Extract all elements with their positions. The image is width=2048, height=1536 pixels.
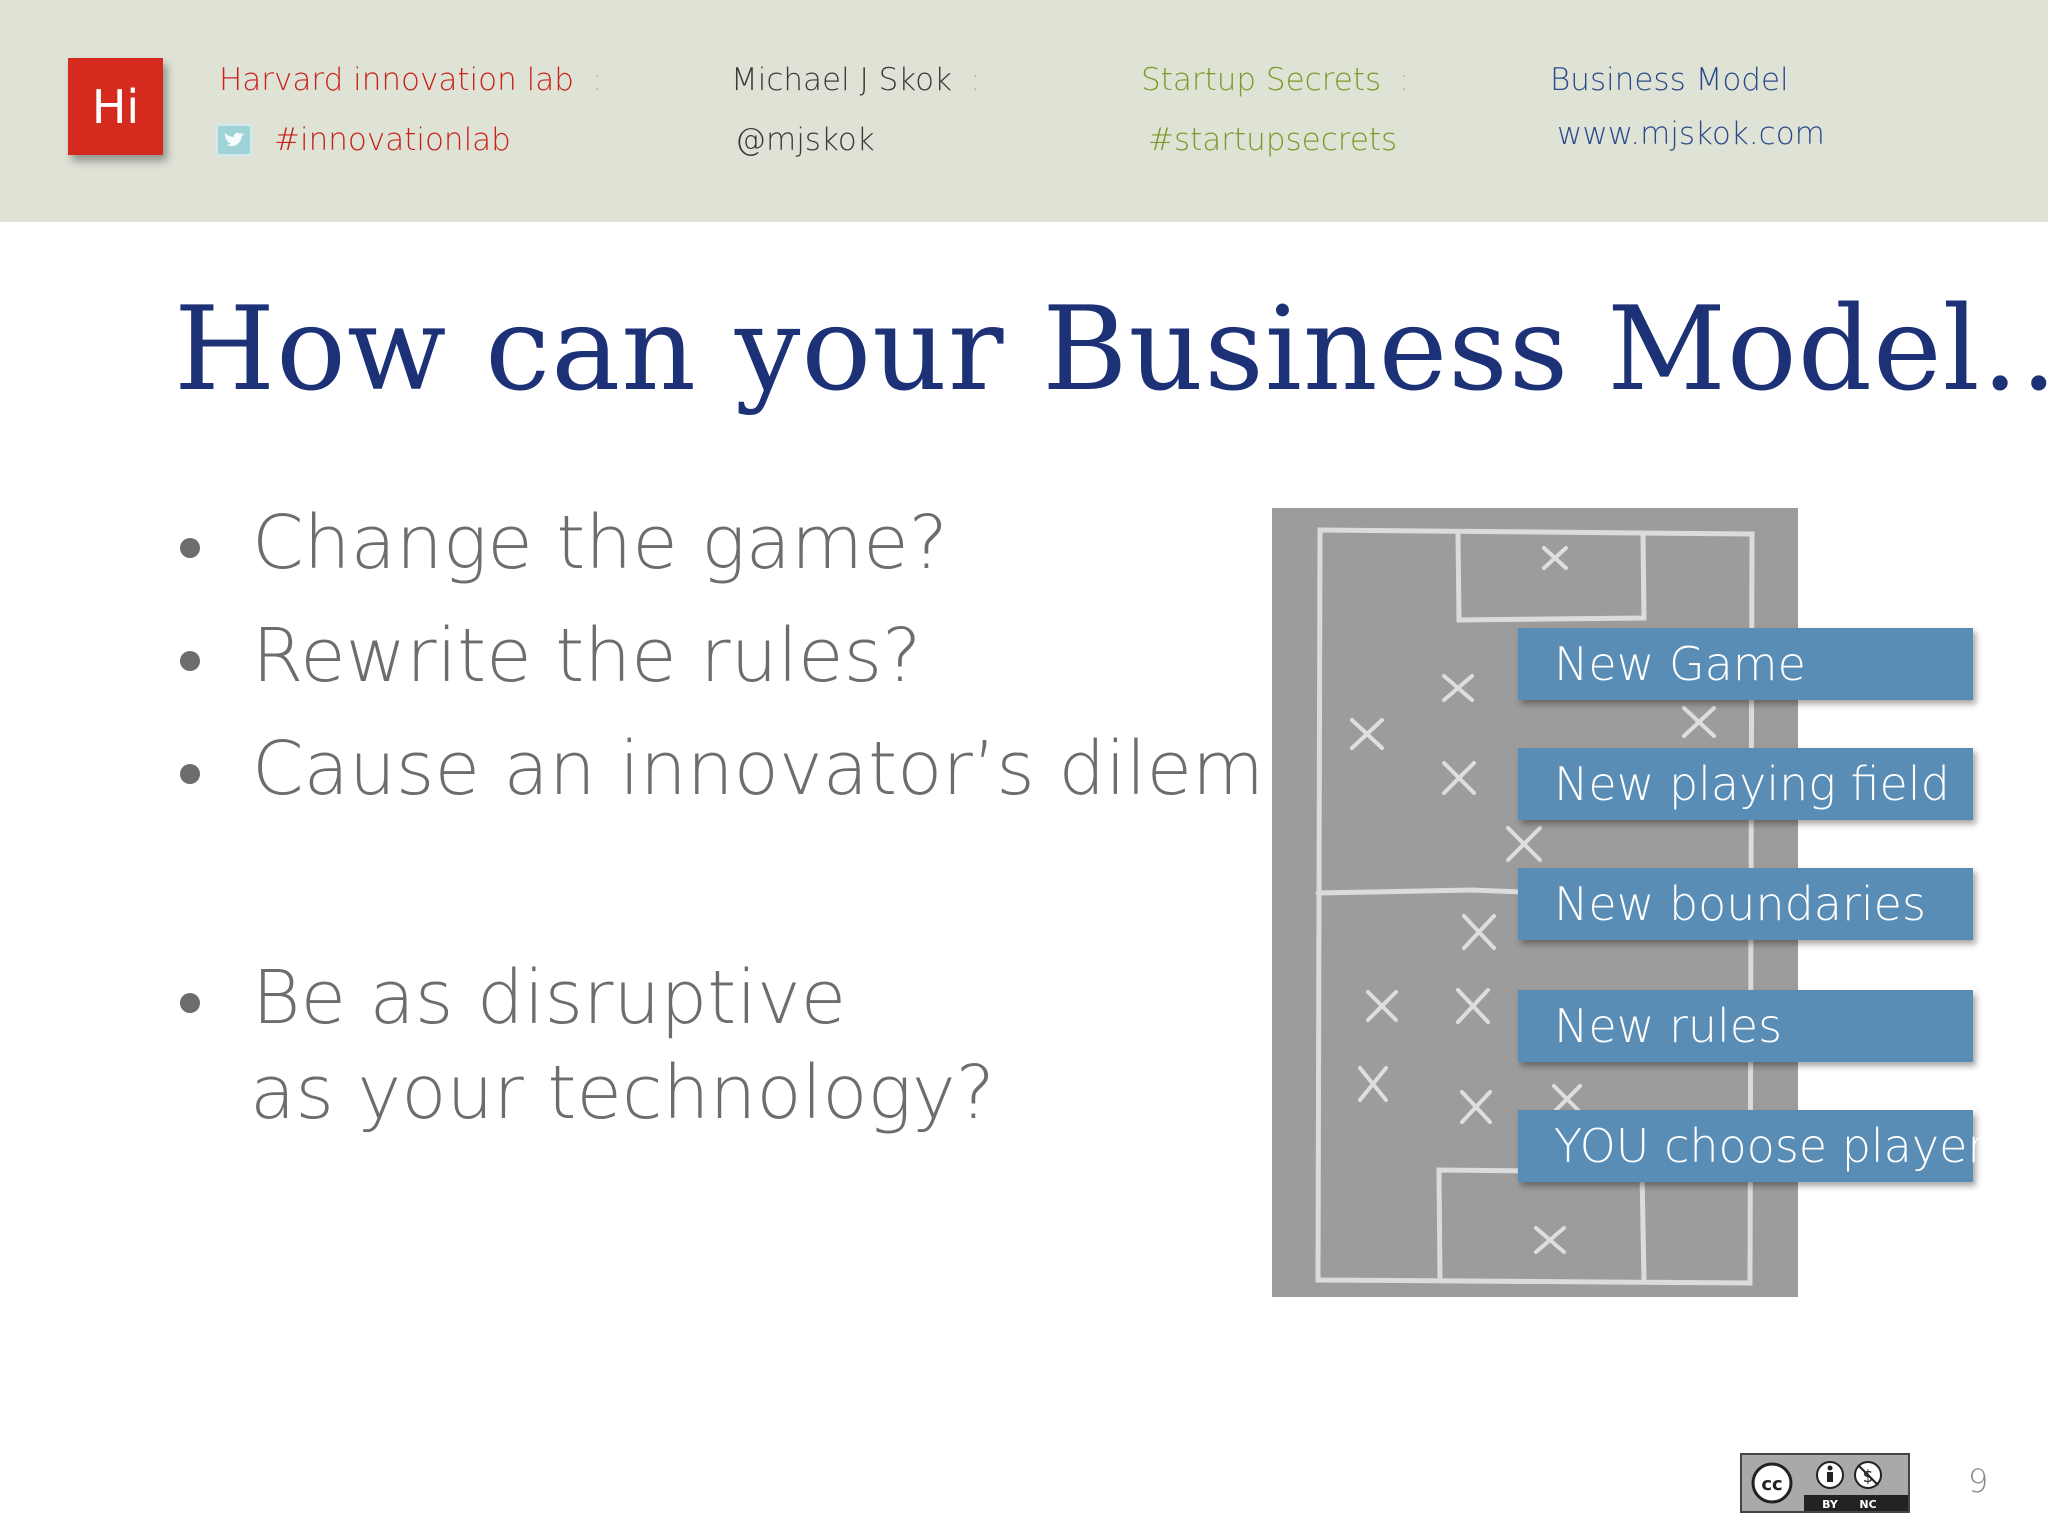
- bullet-text: as your technology?: [250, 1050, 995, 1136]
- bullet-text: Cause an innovator’s dilemma: [252, 726, 1382, 812]
- nc-text: NC: [1859, 1498, 1876, 1511]
- author-name: Michael J Skok: [731, 62, 953, 98]
- hi-logo: Hi: [68, 58, 163, 155]
- bullet-text: Change the game?: [252, 500, 948, 586]
- bullet-dot: [180, 764, 200, 784]
- bullet-dot: [180, 538, 200, 558]
- bullet-text: Rewrite the rules?: [252, 613, 922, 699]
- cc-by-nc-icon[interactable]: cc $ BY NC: [1740, 1453, 1910, 1513]
- header-website[interactable]: www.mjskok.com: [1557, 116, 1825, 152]
- label-you-choose-players: YOU choose players: [1518, 1110, 2010, 1182]
- bullet-dot: [180, 651, 200, 671]
- header-topic: Business Model: [1550, 62, 1789, 98]
- header-series: Startup Secrets:: [1141, 62, 1410, 98]
- org-name: Harvard innovation lab: [219, 62, 574, 98]
- label-new-rules: New rules: [1518, 990, 1973, 1062]
- header-author: Michael J Skok:: [731, 62, 980, 98]
- logo-text: Hi: [91, 79, 140, 134]
- label-new-game: New Game: [1518, 628, 1973, 700]
- bullet-text: Be as disruptive: [252, 955, 847, 1041]
- slide-header: Hi Harvard innovation lab: #innovationla…: [0, 0, 2048, 222]
- slide-title: How can your Business Model…: [174, 282, 2048, 417]
- by-text: BY: [1822, 1498, 1839, 1511]
- svg-text:$: $: [1863, 1467, 1874, 1487]
- separator: :: [1399, 62, 1410, 98]
- cc-text: cc: [1761, 1474, 1782, 1495]
- header-org-hashtag: #innovationlab: [274, 122, 511, 158]
- bullet-dot: [180, 993, 200, 1013]
- header-author-handle: @mjskok: [735, 122, 875, 158]
- header-series-hashtag: #startupsecrets: [1148, 122, 1398, 158]
- series-name: Startup Secrets: [1141, 62, 1382, 98]
- separator: :: [970, 62, 981, 98]
- header-org: Harvard innovation lab:: [219, 62, 602, 98]
- label-new-boundaries: New boundaries: [1518, 868, 1973, 940]
- page-number: 9: [1968, 1462, 1989, 1500]
- twitter-icon: [216, 124, 252, 156]
- label-new-playing-field: New playing field: [1518, 748, 1973, 820]
- separator: :: [591, 62, 603, 98]
